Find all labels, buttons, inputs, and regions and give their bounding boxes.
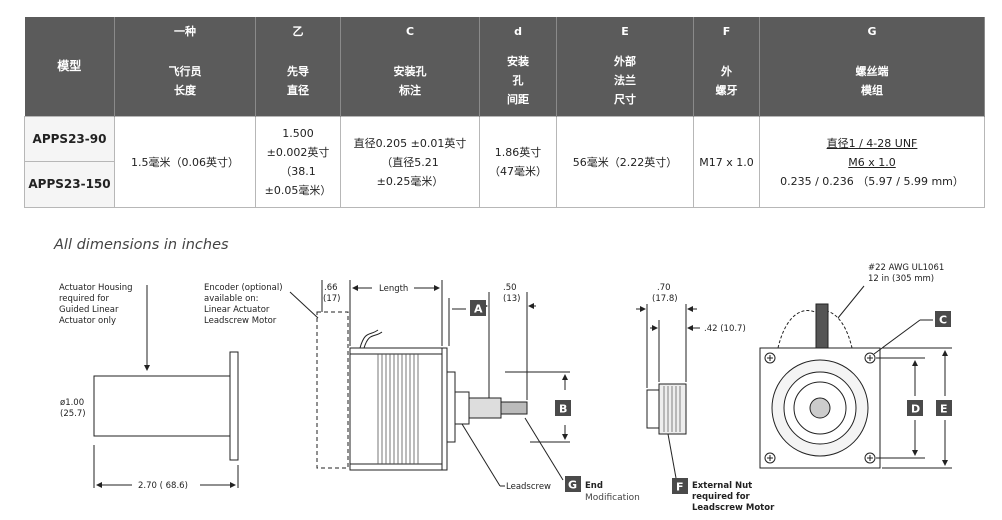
external-nut	[646, 383, 687, 435]
dim-270: 2.70 ( 68.6)	[138, 481, 188, 491]
encoder-note-1: Encoder (optional)	[204, 283, 283, 293]
housing-note-3: Guided Linear	[59, 305, 119, 315]
header-letter-b: 乙	[255, 17, 341, 45]
encoder-note-4: Leadscrew Motor	[204, 316, 277, 326]
spec-table: 模型 一种 乙 C d E F G 飞行员长度 先导直径 安装孔标注 安装孔间距…	[24, 17, 985, 208]
label-a	[470, 300, 486, 316]
dimensions-caption: All dimensions in inches	[54, 237, 229, 253]
header-desc-c: 安装孔标注	[340, 45, 480, 117]
label-c	[935, 311, 951, 327]
header-desc-g: 螺丝端模组	[759, 45, 985, 117]
header-desc-d: 安装孔间距	[479, 45, 557, 117]
svg-text:C: C	[939, 314, 947, 327]
label-b	[555, 400, 571, 416]
end-mod-2: Modification	[585, 493, 640, 503]
wire-note-2: 12 in (305 mm)	[868, 274, 934, 284]
encoder-note-2: available on:	[204, 294, 259, 304]
value-d: 1.86英寸（47毫米）	[479, 116, 557, 208]
dim-066: .66	[324, 283, 338, 293]
g-link-unf[interactable]: 直径1 / 4-28 UNF	[826, 136, 918, 150]
motor-wires	[359, 329, 383, 349]
value-f: M17 x 1.0	[693, 116, 760, 208]
label-f	[672, 478, 688, 494]
header-letter-e: E	[556, 17, 694, 45]
wire-note-1: #22 AWG UL1061	[868, 263, 944, 273]
label-d	[907, 400, 923, 416]
model-apps23-90: APPS23-90	[24, 116, 115, 162]
header-desc-e: 外部法兰尺寸	[556, 45, 694, 117]
svg-text:G: G	[568, 479, 577, 492]
header-model: 模型	[24, 17, 115, 117]
dim-042: .42 (10.7)	[704, 324, 746, 334]
value-b: 1.500±0.002英寸（38.1±0.05毫米）	[255, 116, 341, 208]
actuator-housing	[93, 351, 239, 461]
dim-066-mm: (17)	[323, 294, 340, 304]
value-c: 直径0.205 ±0.01英寸（直径5.21±0.25毫米）	[340, 116, 480, 208]
housing-note-1: Actuator Housing	[59, 283, 133, 293]
value-g: 直径1 / 4-28 UNF M6 x 1.0 0.235 / 0.236 （5…	[759, 116, 985, 208]
motor-front	[759, 303, 881, 469]
housing-note-4: Actuator only	[59, 316, 116, 326]
nut-note-3: Leadscrew Motor	[692, 503, 775, 513]
header-desc-a: 飞行员长度	[114, 45, 256, 117]
svg-text:E: E	[940, 403, 948, 416]
header-letter-g: G	[759, 17, 985, 45]
encoder-outline	[316, 311, 349, 469]
dim-070-mm: (17.8)	[652, 294, 678, 304]
dim-050: .50	[503, 283, 517, 293]
header-letter-a: 一种	[114, 17, 256, 45]
header-letter-f: F	[693, 17, 760, 45]
dim-070: .70	[657, 283, 671, 293]
motor-body	[349, 347, 528, 471]
label-e	[936, 400, 952, 416]
svg-text:F: F	[676, 481, 684, 494]
svg-text:B: B	[559, 403, 567, 416]
value-e: 56毫米（2.22英寸）	[556, 116, 694, 208]
label-g	[565, 476, 581, 492]
header-letter-c: C	[340, 17, 480, 45]
header-desc-f: 外螺牙	[693, 45, 760, 117]
nut-note-1: External Nut	[692, 481, 752, 491]
encoder-note-3: Linear Actuator	[204, 305, 270, 315]
svg-text:A: A	[474, 303, 483, 316]
svg-text:D: D	[911, 403, 920, 416]
dim-length: Length	[379, 284, 408, 294]
dim-diameter: ø1.00	[60, 398, 84, 408]
g-link-m6[interactable]: M6 x 1.0	[848, 155, 896, 169]
value-a: 1.5毫米（0.06英寸）	[114, 116, 256, 208]
housing-note-2: required for	[59, 294, 110, 304]
leadscrew-label: Leadscrew	[506, 482, 551, 492]
model-apps23-150: APPS23-150	[24, 161, 115, 208]
header-letter-d: d	[479, 17, 557, 45]
end-mod-1: End	[585, 481, 603, 491]
dim-050-mm: (13)	[503, 294, 520, 304]
dim-diameter-mm: (25.7)	[60, 409, 86, 419]
header-desc-b: 先导直径	[255, 45, 341, 117]
nut-note-2: required for	[692, 492, 751, 502]
